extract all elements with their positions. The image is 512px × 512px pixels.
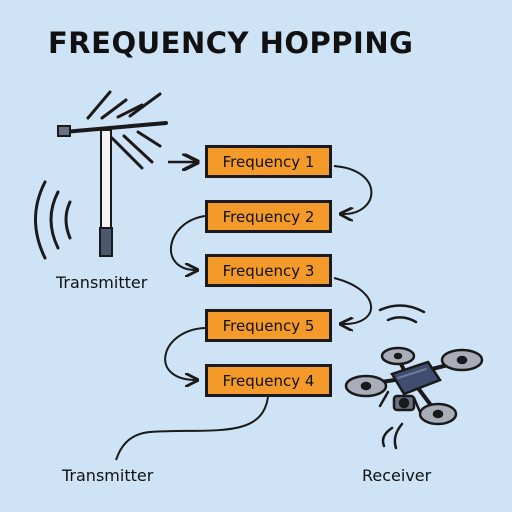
- frequency-box-5: Frequency 5: [205, 309, 332, 342]
- frequency-box-1: Frequency 1: [205, 145, 332, 178]
- arrow-f2-to-f3: [170, 215, 206, 270]
- arrow-f1-to-f2: [333, 165, 373, 214]
- page-title: FREQUENCY HOPPING: [48, 26, 414, 60]
- drone-icon: [344, 346, 484, 426]
- signal-waves-icon: [34, 180, 72, 260]
- antenna-icon: [57, 90, 168, 257]
- frequency-box-2: Frequency 2: [205, 200, 332, 233]
- transmitter-label-top: Transmitter: [56, 273, 148, 292]
- receiver-label: Receiver: [362, 466, 432, 485]
- arrow-f5-to-f4: [164, 327, 206, 380]
- line-f4-to-transmitter: [115, 396, 269, 461]
- receiver-signal-icon: [378, 304, 426, 450]
- frequency-box-3: Frequency 3: [205, 254, 332, 287]
- transmitter-label-bottom: Transmitter: [62, 466, 154, 485]
- arrow-f3-to-f5: [333, 277, 372, 324]
- frequency-box-4: Frequency 4: [205, 364, 332, 397]
